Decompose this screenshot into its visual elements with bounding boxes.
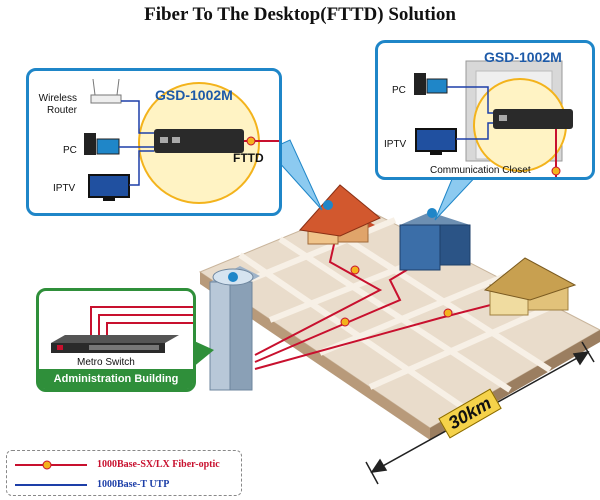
fiber-junction-dot (443, 308, 453, 318)
home-pc-label: PC (63, 145, 77, 156)
page-title: Fiber To The Desktop(FTTD) Solution (144, 4, 456, 25)
tv-icon (415, 128, 457, 155)
legend-graphic (15, 460, 87, 486)
legend-utp-label: 1000Base-T UTP (97, 479, 170, 490)
pc-icon (414, 73, 448, 95)
gsd-1002m-device-icon (154, 129, 244, 153)
house-icon (299, 184, 381, 245)
admin-callout: Metro Switch Administration Building (36, 288, 196, 392)
closet-iptv-label: IPTV (384, 139, 407, 150)
house-icon (483, 257, 577, 316)
home-iptv-label: IPTV (53, 183, 76, 194)
home-callout-graphic (84, 78, 279, 204)
closet-model-label: GSD-1002M (484, 49, 562, 65)
fttd-label: FTTD (233, 151, 264, 165)
closet-callout: GSD-1002M PC IPTV Communication Closet (375, 40, 595, 180)
closet-callout-graphic (414, 60, 573, 177)
wireless-router-label: Wireless Router (38, 93, 77, 116)
ground-front-edge (200, 272, 430, 440)
admin-tower-icon (209, 266, 260, 391)
legend-fiber-label: 1000Base-SX/LX Fiber-optic (97, 459, 220, 470)
home-callout: GSD-1002M Wireless Router PC IPTV FTTD (26, 68, 282, 216)
admin-building-label: Administration Building (39, 369, 193, 389)
metro-switch-icon (51, 335, 179, 353)
admin-callout-pointer (192, 340, 214, 368)
legend: 1000Base-SX/LX Fiber-optic 1000Base-T UT… (6, 450, 242, 496)
home-utp-lines (119, 100, 154, 186)
tv-icon (88, 174, 130, 201)
wireless-router-icon (90, 78, 122, 104)
fiber-junction-dot (340, 317, 350, 327)
city-fiber-lines (254, 239, 511, 370)
gsd-1002m-device-icon (493, 109, 573, 129)
admin-callout-graphic (51, 306, 193, 353)
metro-switch-label: Metro Switch (77, 357, 135, 368)
pc-icon (84, 133, 120, 155)
closet-utp-lines (447, 86, 493, 140)
fiber-junction-dot (350, 265, 360, 275)
closet-caption: Communication Closet (430, 165, 531, 176)
home-model-label: GSD-1002M (155, 87, 233, 103)
office-building-icon (399, 208, 471, 271)
closet-pc-label: PC (392, 85, 406, 96)
